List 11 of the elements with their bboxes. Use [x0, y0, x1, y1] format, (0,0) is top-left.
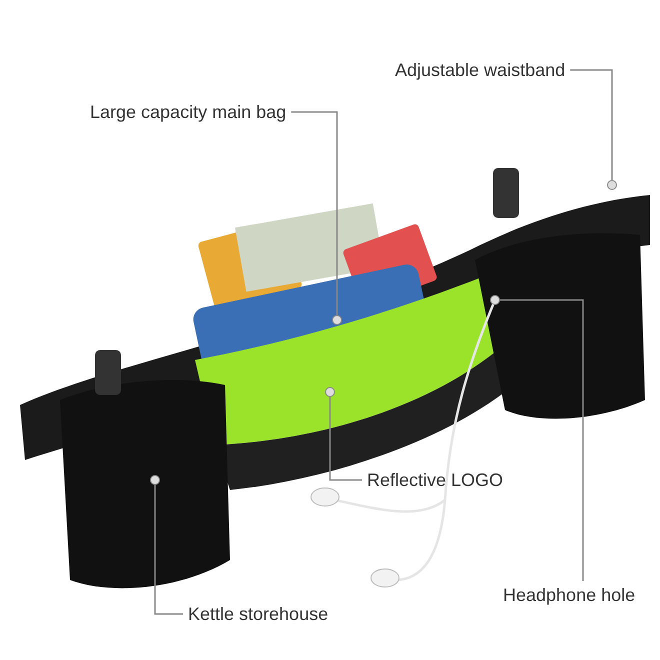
leader-line: [570, 69, 613, 180]
callout-point: [607, 180, 617, 190]
leader-line: [291, 111, 338, 315]
callout-label: Kettle storehouse: [188, 603, 328, 625]
leader-line: [329, 397, 362, 481]
callout-label: Headphone hole: [503, 584, 636, 606]
callout-label: Adjustable waistband: [395, 59, 566, 81]
callout-label: Large capacity main bag: [90, 101, 286, 123]
leader-line: [154, 485, 183, 615]
callout-label: Reflective LOGO: [367, 469, 504, 491]
leader-line: [500, 299, 584, 581]
